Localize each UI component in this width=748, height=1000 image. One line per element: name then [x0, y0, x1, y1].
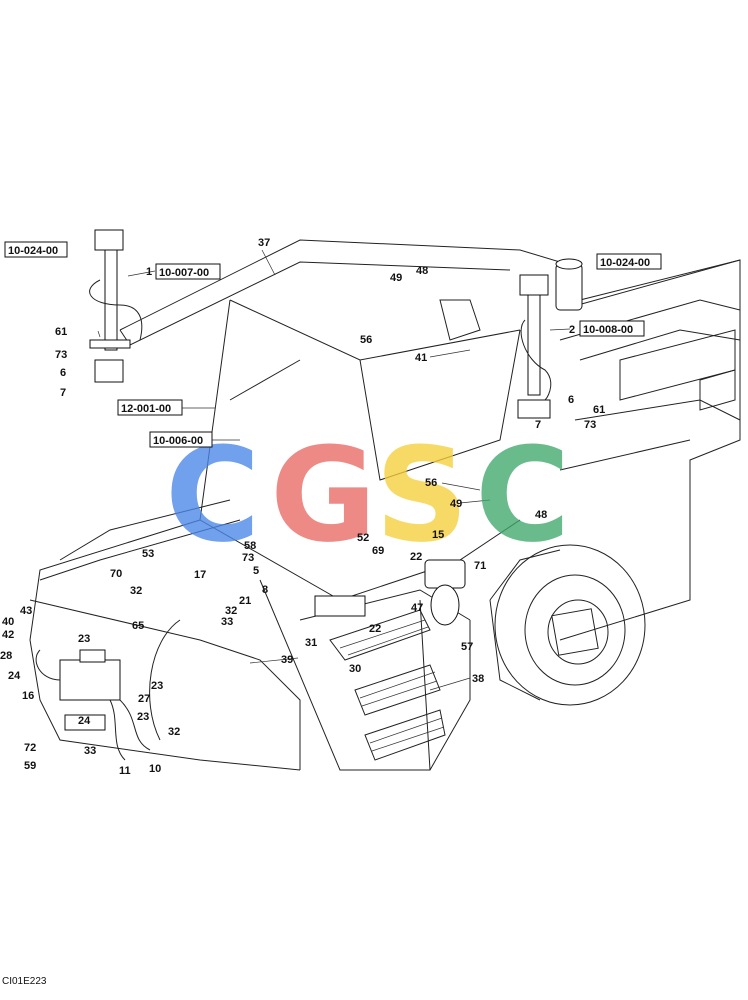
- callout: 31: [305, 637, 317, 649]
- callout: 49: [450, 498, 462, 510]
- svg-text:10-024-00: 10-024-00: [8, 245, 58, 257]
- svg-text:10-024-00: 10-024-00: [600, 257, 650, 269]
- watermark-letter-3: S: [375, 419, 469, 571]
- callout: 8: [262, 584, 268, 596]
- callout: 47: [411, 602, 423, 614]
- callout: 22: [369, 623, 381, 635]
- callout: 5: [253, 565, 259, 577]
- callout: 70: [110, 568, 122, 580]
- valve-block: [35, 619, 181, 761]
- callout: 58: [244, 540, 256, 552]
- callout: 73: [584, 419, 596, 431]
- svg-text:10-007-00: 10-007-00: [159, 267, 209, 279]
- drawing-code: CI01E223: [2, 976, 47, 987]
- callout: 30: [349, 663, 361, 675]
- ref-box-4: 10-006-00: [149, 431, 213, 448]
- callout: 61: [593, 404, 605, 416]
- callout: 48: [535, 509, 547, 521]
- callout: 23: [78, 633, 90, 645]
- callout: 43: [20, 605, 32, 617]
- left-strut: [89, 229, 143, 383]
- callout: 1: [146, 266, 152, 278]
- callout: 73: [55, 349, 67, 361]
- callout: 6: [568, 394, 574, 406]
- callout: 21: [239, 595, 251, 607]
- callout: 16: [22, 690, 34, 702]
- callout: 57: [461, 641, 473, 653]
- callout: 48: [416, 265, 428, 277]
- callout: 7: [60, 387, 66, 399]
- callout: 56: [360, 334, 372, 346]
- callout: 15: [432, 529, 444, 541]
- watermark: C G S C: [165, 419, 570, 571]
- callout: 32: [168, 726, 180, 738]
- callout: 39: [281, 654, 293, 666]
- ref-box-3: 12-001-00: [117, 399, 183, 416]
- callout: 52: [357, 532, 369, 544]
- callout: 59: [24, 760, 36, 772]
- callout: 73: [242, 552, 254, 564]
- callout: 33: [84, 745, 96, 757]
- right-strut: [517, 258, 583, 419]
- callout: 49: [390, 272, 402, 284]
- callout: 11: [119, 765, 131, 777]
- ref-box-2: 10-007-00: [155, 263, 221, 280]
- callout: 69: [372, 545, 384, 557]
- callout: 17: [194, 569, 206, 581]
- filter-assembly: [314, 559, 466, 626]
- wheel-hub: [489, 544, 646, 706]
- svg-text:10-008-00: 10-008-00: [583, 324, 633, 336]
- callout: 23: [151, 680, 163, 692]
- callout: 28: [0, 650, 12, 662]
- callout: 42: [2, 629, 14, 641]
- callout: 27: [138, 693, 150, 705]
- callout: 61: [55, 326, 67, 338]
- callout: 22: [410, 551, 422, 563]
- watermark-letter-4: C: [475, 419, 570, 571]
- callout: 40: [2, 616, 14, 628]
- callout: 32: [130, 585, 142, 597]
- callout: 65: [132, 620, 144, 632]
- ref-box-1: 10-024-00: [4, 241, 68, 258]
- callout: 6: [60, 367, 66, 379]
- callout: 24: [78, 715, 91, 727]
- callout: 7: [535, 419, 541, 431]
- svg-text:10-006-00: 10-006-00: [153, 435, 203, 447]
- step-treads: [329, 609, 446, 761]
- callout: 23: [137, 711, 149, 723]
- callout: 53: [142, 548, 154, 560]
- svg-text:12-001-00: 12-001-00: [121, 403, 171, 415]
- callout: 41: [415, 352, 427, 364]
- callouts: 37 1 49 48 61 73 6 7 56 41 2 6 61 73 7 5…: [0, 237, 605, 777]
- callout: 33: [221, 616, 233, 628]
- callout: 10: [149, 763, 161, 775]
- watermark-letter-2: G: [270, 419, 377, 571]
- callout: 56: [425, 477, 437, 489]
- callout: 24: [8, 670, 21, 682]
- leader-lines: [97, 249, 571, 691]
- callout: 38: [472, 673, 484, 685]
- callout: 32: [225, 605, 237, 617]
- ref-box-6: 10-008-00: [579, 320, 645, 337]
- callout: 37: [258, 237, 270, 249]
- frame-drawing: [29, 229, 741, 771]
- callout: 2: [569, 324, 575, 336]
- callout: 71: [474, 560, 486, 572]
- callout: 72: [24, 742, 36, 754]
- ref-box-5: 10-024-00: [596, 253, 662, 270]
- reference-boxes: 10-024-00 10-007-00 12-001-00 10-006-00 …: [4, 241, 662, 448]
